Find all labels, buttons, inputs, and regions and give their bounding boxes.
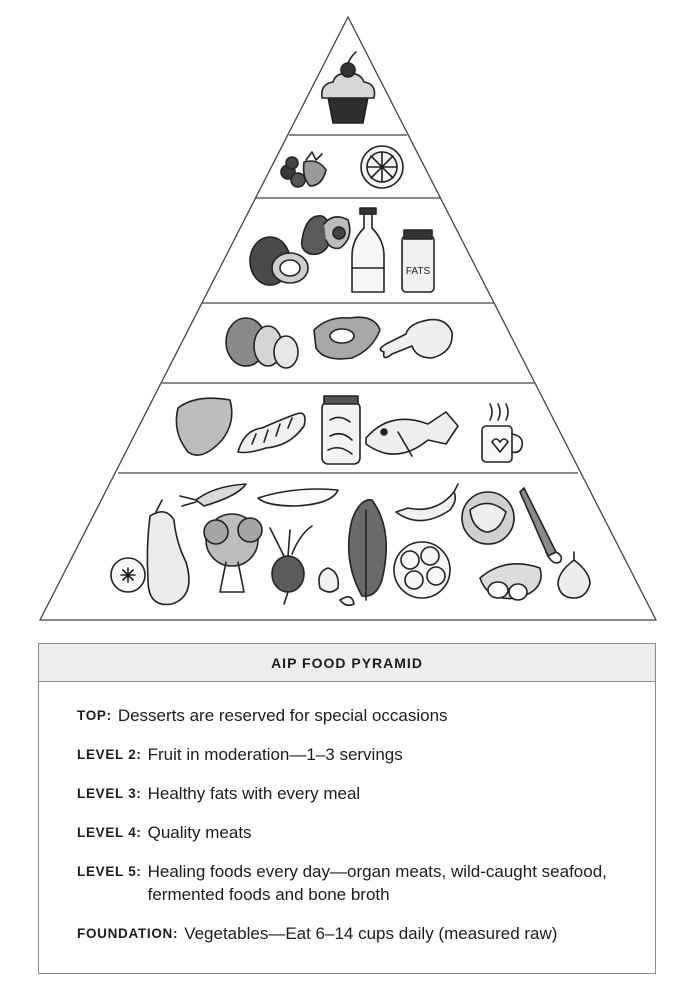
legend-row-level-2: LEVEL 2: Fruit in moderation—1–3 serving… [77,743,655,766]
broccoli-icon [203,513,263,593]
cabbage-icon [461,491,515,545]
zucchini-icon [257,488,339,507]
greens-icon [347,499,387,601]
steak-icon [313,316,381,360]
legend-title: AIP FOOD PYRAMID [39,644,655,682]
legend-label: TOP: [77,708,112,723]
leek-icon [519,487,563,564]
legend-text: Vegetables—Eat 6–14 cups daily (measured… [184,924,558,943]
banana-icon [395,483,459,522]
legend-list: TOP: Desserts are reserved for special o… [39,682,655,945]
food-pyramid: FATS [38,15,658,621]
carrot-icon [179,483,247,507]
fats-jar-icon: FATS [401,229,435,293]
legend-text: Healthy fats with every meal [147,784,361,803]
legend-text: Fruit in moderation—1–3 servings [147,745,403,764]
legend-text: Healing foods every day—organ meats, wil… [147,862,607,904]
ferment-jar-icon [321,395,361,465]
squash-icon [146,499,190,606]
fish-icon [365,411,459,457]
berries-icon [280,151,327,188]
cupcake-icon [320,51,376,124]
cucumber-slice-icon [110,557,146,593]
avocado-icon [300,215,351,256]
legend-row-top: TOP: Desserts are reserved for special o… [77,704,655,727]
legend-row-level-4: LEVEL 4: Quality meats [77,821,655,844]
shrimp-icon [237,412,306,454]
drumstick-icon [379,318,453,359]
legend-row-level-5: LEVEL 5: Healing foods every day—organ m… [77,860,655,906]
legend-label: LEVEL 4: [77,825,142,840]
legend-text: Desserts are reserved for special occasi… [117,706,448,725]
legend-label: LEVEL 2: [77,747,142,762]
cauliflower-icon [393,541,451,599]
legend-label: LEVEL 3: [77,786,142,801]
pyramid-outline [38,15,658,621]
onion-icon [557,551,591,599]
legend-row-foundation: FOUNDATION: Vegetables—Eat 6–14 cups dai… [77,922,655,945]
legend-row-level-3: LEVEL 3: Healthy fats with every meal [77,782,655,805]
broth-mug-icon [481,403,524,463]
citrus-slice-icon [360,145,404,189]
legend-label: FOUNDATION: [77,926,179,941]
legend-box: AIP FOOD PYRAMID TOP: Desserts are reser… [38,643,656,974]
garlic-icon [318,567,355,607]
sweet-potato-icon [479,562,542,601]
beet-icon [269,525,313,605]
fats-jar-label: FATS [406,266,431,277]
legend-label: LEVEL 5: [77,864,142,879]
liver-icon [175,397,233,456]
legend-text: Quality meats [147,823,252,842]
roast-meat-icon [225,317,299,369]
oil-bottle-icon [351,207,385,293]
coconut-icon [249,236,309,286]
